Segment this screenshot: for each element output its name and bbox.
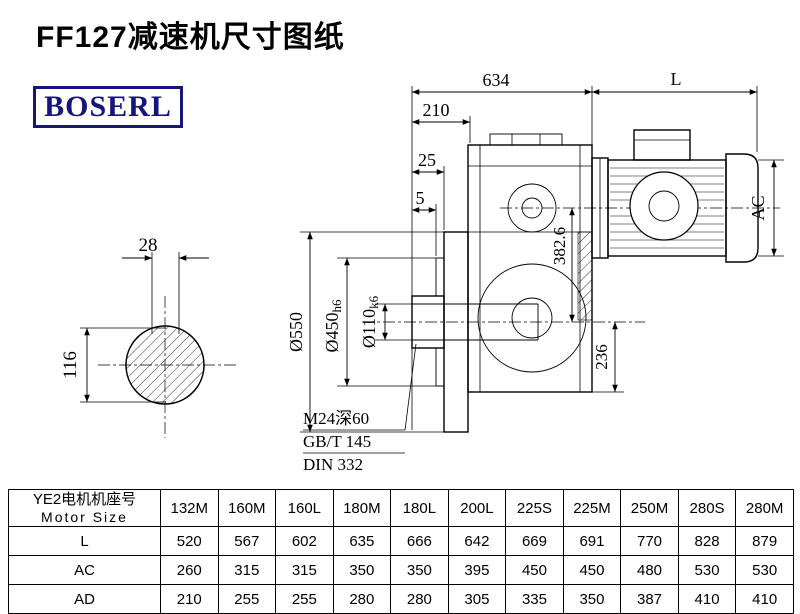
- output-flange: [443, 231, 469, 433]
- cell: 567: [217, 526, 277, 556]
- hollow-shaft: [411, 295, 445, 349]
- row-label: AD: [8, 584, 161, 614]
- cell: 395: [447, 555, 507, 585]
- technical-drawing: 28 116: [60, 69, 784, 474]
- motor: [607, 129, 759, 263]
- dim-motor-length: L: [671, 69, 682, 89]
- cell: 305: [447, 584, 507, 614]
- cell: 410: [677, 584, 737, 614]
- motor-face-circle: [629, 171, 699, 241]
- cell: 260: [160, 555, 219, 585]
- column-header: 160M: [217, 489, 277, 527]
- column-header: 225M: [562, 489, 622, 527]
- brand-logo-text: BOSERL: [44, 90, 172, 123]
- cell: 530: [677, 555, 737, 585]
- fan-cowl: [725, 153, 759, 263]
- table-header-en: Motor Size: [41, 509, 128, 525]
- note-std2: DIN 332: [303, 455, 363, 474]
- dim-25: 25: [418, 150, 436, 170]
- column-header: 160L: [275, 489, 334, 527]
- dimensions: 634 L 210 25 5 Ø550 Ø450h6 Ø110k6 382.6 …: [286, 69, 784, 433]
- cell: 210: [160, 584, 219, 614]
- table-row-AC: AC 260 315 315 350 350 395 450 450 480 5…: [8, 555, 794, 585]
- column-header: 250M: [620, 489, 679, 527]
- cell: 602: [275, 526, 334, 556]
- cell: 669: [505, 526, 564, 556]
- cell: 879: [735, 526, 794, 556]
- dim-shaft-height: 116: [60, 351, 81, 379]
- cell: 255: [217, 584, 277, 614]
- dim-center-height: 382.6: [550, 227, 569, 265]
- thread-notes: M24深60 GB/T 145 DIN 332: [303, 343, 417, 474]
- dim-motor-ac: AC: [748, 195, 768, 220]
- dim-bore-diameter: Ø110k6: [359, 295, 381, 348]
- cell: 828: [677, 526, 737, 556]
- note-std1: GB/T 145: [303, 432, 371, 451]
- cell: 315: [217, 555, 277, 585]
- cell: 350: [562, 584, 622, 614]
- cell: 280: [332, 584, 392, 614]
- cell: 480: [620, 555, 679, 585]
- shaft-section-circle: [125, 325, 205, 405]
- column-header: 180L: [390, 489, 449, 527]
- cell: 642: [447, 526, 507, 556]
- row-label: L: [8, 526, 161, 556]
- cell: 635: [332, 526, 392, 556]
- dim-5: 5: [416, 188, 425, 208]
- table-header-cn: YE2电机机座号: [32, 491, 137, 508]
- housing-top-boss: [489, 133, 563, 146]
- cell: 315: [275, 555, 334, 585]
- cell: 530: [735, 555, 794, 585]
- dim-total-width: 634: [483, 70, 510, 90]
- cell: 387: [620, 584, 679, 614]
- note-tap: M24深60: [303, 409, 369, 428]
- column-header: 280S: [677, 489, 737, 527]
- table-row-AD: AD 210 255 255 280 280 305 335 350 387 4…: [8, 584, 794, 614]
- terminal-box: [633, 129, 691, 161]
- row-label: AC: [8, 555, 161, 585]
- cell: 770: [620, 526, 679, 556]
- table-header-motor-size: YE2电机机座号 Motor Size: [8, 489, 161, 527]
- shaft-end-view: 28 116: [60, 235, 236, 438]
- dim-bottom-height: 236: [592, 344, 611, 370]
- page-title: FF127减速机尺寸图纸: [36, 21, 345, 54]
- cell: 280: [390, 584, 449, 614]
- reducer-side-view: [362, 129, 780, 433]
- column-header: 180M: [332, 489, 392, 527]
- cell: 450: [562, 555, 622, 585]
- table-row-L: L 520 567 602 635 666 642 669 691 770 82…: [8, 526, 794, 556]
- cell: 255: [275, 584, 334, 614]
- cell: 450: [505, 555, 564, 585]
- cell: 350: [390, 555, 449, 585]
- dim-210: 210: [423, 100, 450, 120]
- brand-logo: BOSERL: [33, 86, 183, 128]
- motor-size-table: YE2电机机座号 Motor Size 132M 160M 160L 180M …: [8, 489, 794, 614]
- dim-spigot-diameter: Ø450h6: [322, 299, 344, 353]
- dim-flange-diameter: Ø550: [286, 312, 306, 352]
- cell: 691: [562, 526, 622, 556]
- cell: 666: [390, 526, 449, 556]
- column-header: 132M: [160, 489, 219, 527]
- cell: 335: [505, 584, 564, 614]
- section-hatch: [577, 231, 593, 321]
- column-header: 225S: [505, 489, 564, 527]
- table-header-row: YE2电机机座号 Motor Size 132M 160M 160L 180M …: [8, 489, 794, 527]
- cell: 520: [160, 526, 219, 556]
- cell: 410: [735, 584, 794, 614]
- cell: 350: [332, 555, 392, 585]
- gear-housing: [467, 144, 593, 393]
- dim-key-width: 28: [139, 235, 158, 256]
- column-header: 200L: [447, 489, 507, 527]
- column-header: 280M: [735, 489, 794, 527]
